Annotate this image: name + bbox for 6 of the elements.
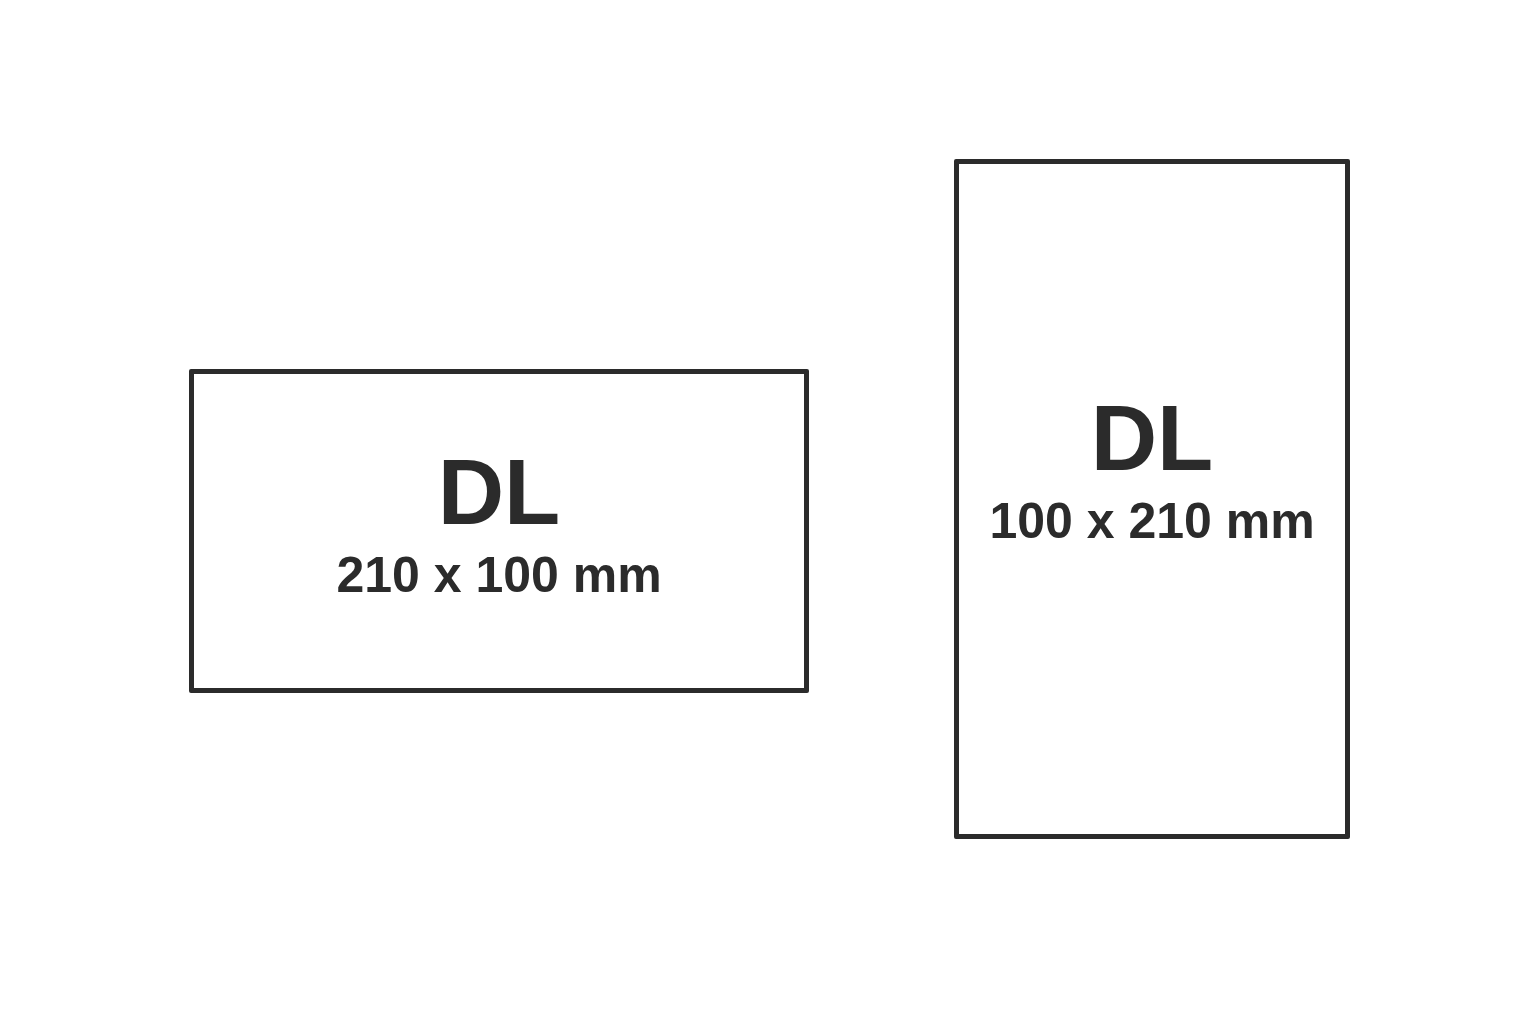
dimension-text: 100 x 210 mm: [989, 496, 1315, 546]
envelope-outline: [189, 369, 809, 693]
envelope-outline: [954, 159, 1350, 839]
format-name: DL: [1090, 392, 1214, 484]
dimension-text: 210 x 100 mm: [336, 550, 662, 600]
format-name: DL: [437, 446, 561, 538]
